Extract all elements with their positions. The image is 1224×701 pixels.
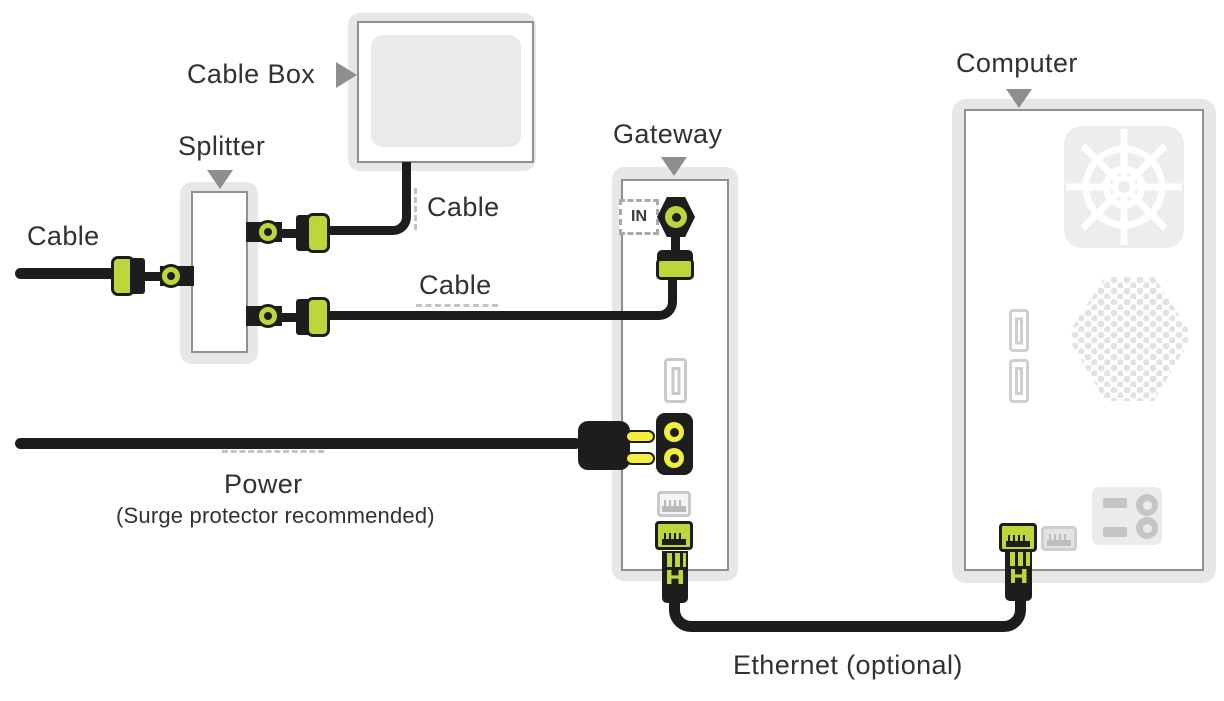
power-note-label: (Surge protector recommended) xyxy=(116,503,435,528)
power-inlet-icon xyxy=(656,413,693,475)
arrow-down-icon xyxy=(207,170,233,189)
coax-port-icon xyxy=(256,304,280,328)
coax-port-icon xyxy=(159,264,183,288)
dash-callout xyxy=(416,304,498,307)
arrow-down-icon xyxy=(661,157,687,176)
dash-callout xyxy=(222,450,324,453)
cable-left-label: Cable xyxy=(27,221,100,251)
splitter-device xyxy=(191,191,248,353)
gateway-label: Gateway xyxy=(613,119,723,149)
in-port-label: IN xyxy=(619,199,659,235)
power-label: Power xyxy=(224,469,303,499)
in-text: IN xyxy=(631,208,647,225)
arrow-right-icon xyxy=(336,62,357,88)
coax-cable-to-cable-box xyxy=(330,162,411,235)
ethernet-cable xyxy=(669,588,1026,632)
coax-connector-icon xyxy=(280,213,330,253)
ethernet-label: Ethernet (optional) xyxy=(733,650,963,680)
ethernet-plug-icon xyxy=(1005,550,1032,601)
coax-port-icon xyxy=(256,220,280,244)
arrow-down-icon xyxy=(1006,89,1032,108)
power-inlet-computer-icon xyxy=(1092,487,1162,545)
hex-vent-icon xyxy=(1071,277,1188,401)
ethernet-port-inactive-icon xyxy=(1041,526,1077,551)
power-cable xyxy=(15,438,581,449)
power-plug-icon xyxy=(578,421,655,470)
ethernet-port-active-icon xyxy=(999,523,1037,552)
splitter-label: Splitter xyxy=(178,131,266,161)
cable-box-screen xyxy=(371,35,521,147)
coax-cable-to-gateway xyxy=(328,280,677,320)
ethernet-port-inactive-icon xyxy=(657,491,691,517)
cable-box-label: Cable Box xyxy=(187,59,316,89)
computer-label: Computer xyxy=(956,48,1078,78)
coax-plug-icon xyxy=(656,232,694,282)
usb-port-icon xyxy=(1009,359,1029,403)
cable-top-label: Cable xyxy=(427,192,500,222)
ethernet-port-active-icon xyxy=(655,521,693,550)
usb-port-icon xyxy=(1009,309,1029,352)
dash-callout xyxy=(414,188,417,230)
fan-vent-icon xyxy=(1064,126,1184,248)
coax-connector-icon xyxy=(280,297,330,337)
coax-cable-incoming xyxy=(15,268,116,279)
usb-port-icon xyxy=(664,358,687,403)
cable-mid-label: Cable xyxy=(419,270,492,300)
coax-connector-icon xyxy=(111,256,163,296)
ethernet-plug-icon xyxy=(662,551,688,603)
